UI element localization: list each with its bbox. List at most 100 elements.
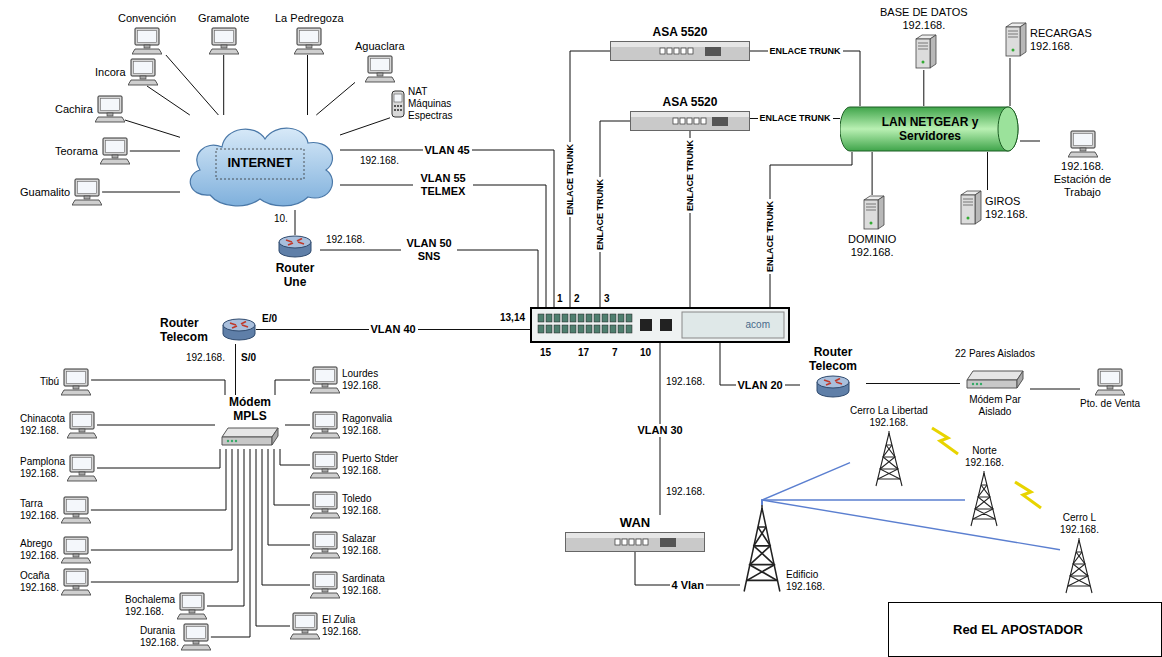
pc-node: Convención (118, 12, 176, 55)
server-icon (955, 190, 983, 226)
icon-part (622, 539, 627, 545)
pc-icon (177, 592, 207, 620)
icon-part (918, 46, 928, 47)
pc-icon (72, 178, 102, 206)
icon-part (227, 440, 229, 442)
icon-part (570, 325, 576, 333)
connector (307, 55, 308, 115)
icon-part (220, 425, 280, 449)
node-label: Cachira (55, 103, 93, 116)
icon-part (100, 99, 119, 111)
icon-part (976, 383, 978, 385)
icon-part (998, 107, 1018, 151)
icon-part (73, 458, 92, 470)
icon-part (626, 325, 632, 333)
node-label: Red EL APOSTADOR (953, 622, 1083, 637)
icon-part (824, 380, 830, 382)
icon-part (1101, 372, 1120, 384)
connector (207, 449, 244, 606)
connector (285, 425, 310, 426)
icon-part (565, 532, 705, 552)
connector (256, 449, 290, 626)
icon-part (70, 455, 94, 472)
tower-icon (873, 431, 905, 487)
icon-part (73, 586, 79, 589)
node-label: Pto. de Venta (1080, 398, 1140, 410)
node-label: DOMINIO (848, 233, 896, 246)
icon-part (227, 440, 237, 442)
icon-part (300, 31, 319, 43)
annotation-label: 10 (640, 347, 651, 359)
icon-part (107, 113, 113, 116)
icon-part (278, 235, 312, 259)
node-label: Incora (95, 66, 126, 79)
icon-part (370, 59, 389, 71)
pc-icon (209, 27, 239, 55)
node-label: Convención (118, 12, 176, 25)
icon-part (394, 94, 402, 102)
pc-node: Gramalote (198, 12, 249, 55)
annotation-label: 10. (274, 213, 288, 225)
text-group: Módem MPLS (217, 395, 283, 423)
icon-part (183, 596, 202, 608)
icon-part (78, 182, 97, 194)
icon-part (636, 539, 641, 545)
text-group: Puerto Stder192.168. (342, 453, 398, 477)
icon-part (610, 325, 616, 333)
router-icon (222, 318, 256, 342)
icon-part (840, 107, 1018, 151)
edge-label: VLAN 45 (423, 144, 472, 157)
text-group: Abrego192.168. (20, 538, 59, 562)
node-label: acom (746, 319, 770, 331)
server-icon (910, 34, 938, 70)
icon-part (235, 440, 237, 442)
text-group: Red EL APOSTADOR (953, 622, 1083, 637)
icon-part (310, 553, 340, 558)
icon-part (103, 138, 127, 155)
pc-icon (290, 612, 320, 640)
pc-node: El Zulia192.168. (290, 612, 361, 640)
icon-part (61, 536, 91, 564)
icon-part (1068, 552, 1090, 586)
icon-part (1073, 134, 1092, 146)
text-group: La Pedregoza (275, 12, 344, 25)
connector (340, 185, 546, 307)
icon-part (73, 386, 79, 389)
icon-part (297, 239, 302, 242)
icon-part (963, 199, 973, 205)
connector (280, 449, 310, 465)
text-group: Chinacota192.168. (20, 413, 65, 437)
server-node: GIROS192.168. (955, 190, 1028, 226)
annotation-label: 13,14 (500, 312, 525, 324)
text-group: Toledo192.168. (342, 493, 381, 517)
pc-node: Teorama (55, 137, 130, 165)
icon-part (223, 319, 255, 331)
icon-part (1008, 37, 1018, 38)
icon-part (105, 141, 124, 153)
icon-part (618, 314, 624, 322)
icon-part (322, 469, 328, 472)
text-group: El Zulia192.168. (322, 614, 361, 638)
pc-icon (100, 137, 130, 165)
connector (223, 55, 224, 115)
icon-part (73, 514, 79, 517)
icon-part (297, 28, 321, 45)
icon-part (835, 379, 840, 382)
node-label: WAN (620, 515, 650, 530)
icon-part (61, 390, 91, 395)
icon-part (313, 532, 337, 549)
icon-part (365, 55, 395, 83)
icon-part (554, 325, 560, 333)
icon-part (221, 45, 227, 48)
icon-part (288, 243, 293, 245)
icon-part (984, 471, 985, 475)
node-label: 192.168. (20, 550, 59, 562)
icon-part (1008, 31, 1018, 37)
connector (91, 380, 225, 395)
icon-part (578, 314, 584, 322)
icon-part (667, 48, 672, 54)
pc-icon (61, 536, 91, 564)
node-label: Salazar (342, 533, 381, 545)
icon-part (744, 508, 780, 591)
annotation-label: 22 Pares Aislados (955, 348, 1035, 360)
